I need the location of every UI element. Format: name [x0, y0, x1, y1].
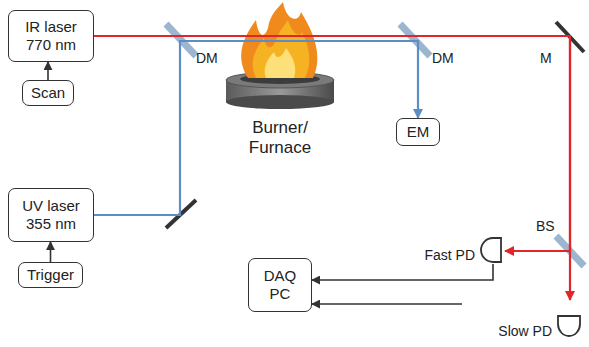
photodiode: Slow PD: [462, 300, 582, 340]
photodiode-symbol: [479, 236, 505, 264]
signal-wire: [50, 242, 52, 262]
laser-box: IR laser 770 nm: [8, 10, 94, 62]
signal-wire: [312, 264, 493, 280]
apparatus-label: Burner/ Furnace: [230, 118, 330, 159]
laser-beam: [94, 41, 418, 215]
mirrors: [166, 22, 584, 266]
box-label: Scan: [31, 84, 65, 102]
laser-beam: [94, 36, 570, 251]
detector-box: EM: [396, 118, 440, 146]
optic-label: DM: [432, 50, 454, 67]
box-label: DAQ PC: [257, 267, 303, 303]
optic-label: M: [540, 50, 552, 67]
box-label: EM: [407, 123, 430, 141]
detector-label: Slow PD: [498, 323, 552, 340]
box-label: UV laser 355 nm: [17, 197, 85, 233]
laser-beam: [94, 36, 570, 300]
photodiode-symbol: [556, 312, 582, 340]
box-label: IR laser 770 nm: [17, 18, 85, 54]
box-label: Trigger: [27, 266, 74, 284]
optic-label: BS: [536, 218, 555, 235]
optic-label: DM: [196, 50, 218, 67]
signal-wire: [312, 303, 462, 305]
computer-box: DAQ PC: [248, 258, 312, 312]
control-box: Scan: [22, 80, 74, 106]
control-box: Trigger: [18, 262, 83, 288]
photodiode: Fast PD: [405, 238, 505, 264]
signal-wire: [47, 62, 49, 80]
detector-label: Fast PD: [424, 247, 475, 264]
laser-box: UV laser 355 nm: [8, 188, 94, 242]
